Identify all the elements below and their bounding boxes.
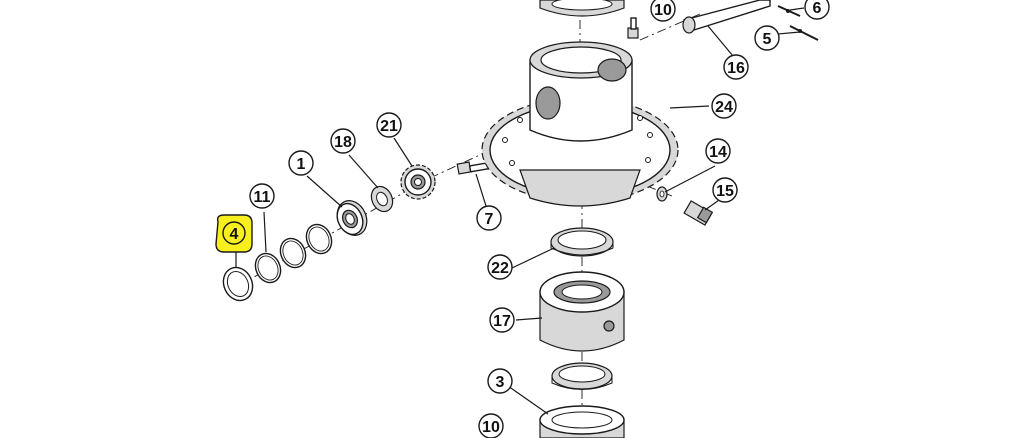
callout-11-label: 11: [254, 189, 271, 206]
callout-15-label: 15: [716, 183, 734, 200]
callout-16-label: 16: [727, 60, 745, 77]
plug-part: [683, 200, 714, 226]
shim-rings-part: [254, 223, 333, 284]
callout-24-label: 24: [715, 99, 733, 116]
callout-5: 5: [754, 25, 780, 51]
callout-14: 14: [705, 138, 731, 164]
callout-17-label: 17: [493, 313, 511, 330]
callout-18: 18: [330, 128, 356, 154]
lower-seal-part: [551, 362, 613, 390]
leader-lines: [235, 7, 805, 415]
callout-4-label: 4: [230, 226, 239, 243]
shaft-part: [682, 0, 771, 34]
pin-part-6: [777, 5, 801, 17]
callout-22-label: 22: [491, 260, 509, 277]
callout-18-label: 18: [334, 134, 352, 151]
callout-3-label: 3: [496, 374, 505, 391]
callout-15: 15: [712, 177, 738, 203]
callout-10-bottom-label: 10: [482, 419, 500, 436]
spacer-washer-part: [370, 185, 394, 213]
washer-part: [656, 186, 668, 202]
callout-21: 21: [376, 112, 402, 138]
bearing-race-bottom-part: [539, 405, 625, 438]
fitting-part: [627, 17, 639, 39]
seal-ring-part: [550, 227, 614, 257]
callout-21-label: 21: [380, 118, 398, 135]
callout-7: 7: [476, 205, 502, 231]
differential-carrier-part: [481, 41, 679, 207]
callout-17: 17: [489, 307, 515, 333]
callout-11: 11: [249, 183, 275, 209]
callout-22: 22: [487, 254, 513, 280]
callout-16: 16: [723, 54, 749, 80]
callout-6-label: 6: [813, 0, 822, 17]
callout-6: 6: [804, 0, 830, 20]
callout-14-label: 14: [709, 144, 727, 161]
callout-7-label: 7: [485, 211, 494, 228]
callout-5-label: 5: [763, 31, 772, 48]
snap-ring-part: [222, 266, 254, 302]
callout-10-top: 10: [650, 0, 676, 22]
callout-1-label: 1: [297, 156, 306, 173]
small-gear-part: [400, 164, 436, 200]
callout-4: 4: [215, 214, 253, 253]
callout-10-top-label: 10: [654, 2, 672, 19]
collar-housing-part: [539, 271, 625, 352]
callout-1: 1: [288, 150, 314, 176]
callout-24: 24: [711, 93, 737, 119]
callout-3: 3: [487, 368, 513, 394]
bearing-part: [336, 200, 368, 236]
callout-10-bottom: 10: [478, 413, 504, 438]
bearing-race-top-part: [539, 0, 625, 17]
